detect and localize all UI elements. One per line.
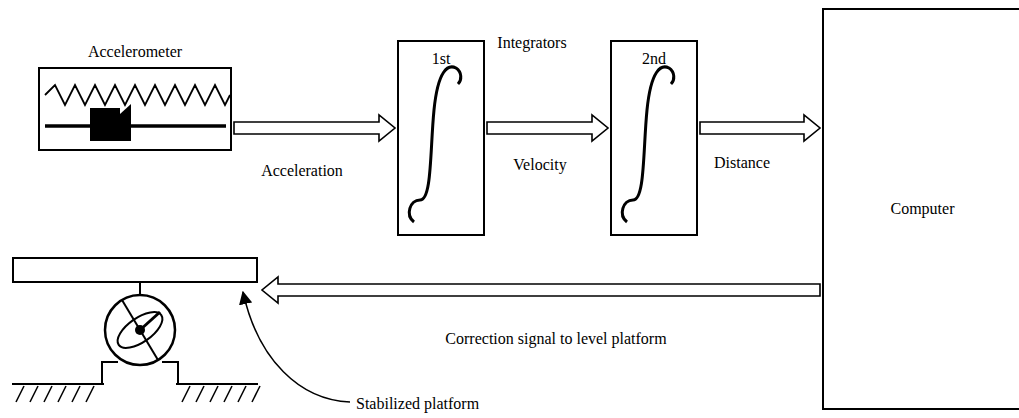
hatch-stroke — [238, 386, 246, 402]
box-label: Accelerometer — [40, 43, 230, 61]
leader-line — [243, 292, 350, 402]
hatch-stroke — [182, 386, 190, 402]
hatch-stroke — [86, 386, 94, 402]
hatch-stroke — [30, 386, 38, 402]
hatch-stroke — [44, 386, 52, 402]
box-label: 1st — [399, 50, 483, 68]
integral-symbol — [622, 67, 673, 222]
box-label: Computer — [824, 200, 1019, 218]
hatch-stroke — [224, 386, 232, 402]
hatch-stroke — [210, 386, 218, 402]
signal-arrow — [234, 115, 395, 141]
accelerometer-box: Accelerometer — [38, 67, 232, 151]
signal-label: Velocity — [511, 156, 568, 174]
accelerometer-internals — [45, 85, 230, 141]
spring — [45, 85, 230, 105]
signal-arrow — [487, 115, 608, 141]
integral-symbol — [409, 67, 460, 222]
hatch-stroke — [16, 386, 24, 402]
mass-tab — [120, 104, 131, 141]
integrator-box: 1st — [397, 40, 485, 236]
callout-label: Stabilized platform — [356, 395, 479, 413]
signal-arrow — [700, 115, 820, 141]
hatch-stroke — [72, 386, 80, 402]
integrator-box: 2nd — [610, 40, 698, 236]
hatch-stroke — [58, 386, 66, 402]
hatch-stroke — [252, 386, 260, 402]
group-label: Integrators — [495, 34, 568, 52]
hatch-stroke — [196, 386, 204, 402]
guide-rod — [45, 124, 226, 128]
ground — [12, 384, 260, 402]
computer-box: Computer — [822, 8, 1019, 410]
box-label: 2nd — [612, 50, 696, 68]
signal-arrow — [262, 277, 820, 303]
signal-label: Distance — [712, 154, 772, 172]
mass — [90, 108, 120, 141]
signal-label: Acceleration — [259, 162, 345, 180]
signal-label: Correction signal to level platform — [443, 330, 668, 348]
gyroscope — [102, 282, 178, 384]
stabilized-platform: Stabilized platform — [12, 257, 258, 283]
